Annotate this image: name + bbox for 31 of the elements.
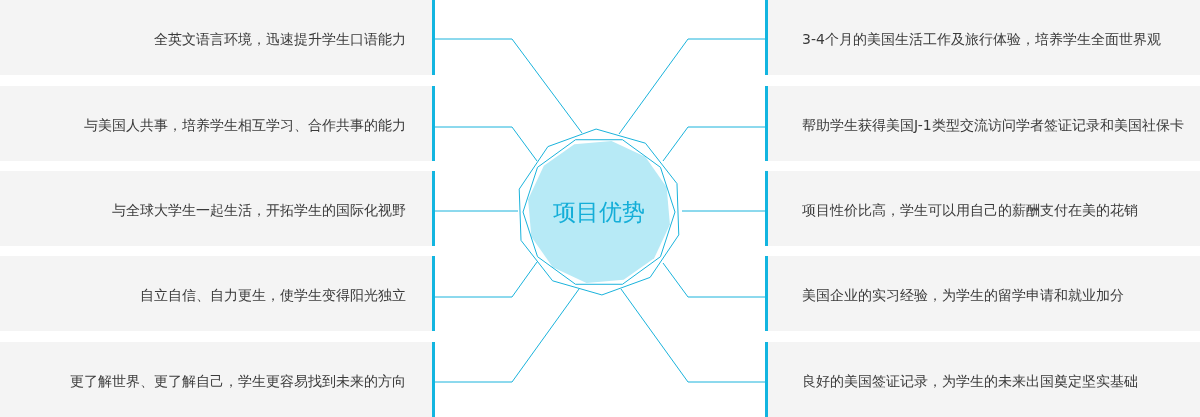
connector-line	[434, 261, 538, 298]
info-panel	[765, 256, 1200, 331]
info-panel	[0, 0, 435, 75]
info-panel	[0, 171, 435, 246]
connector-line	[434, 126, 538, 162]
info-text: 全英文语言环境，迅速提升学生口语能力	[154, 30, 406, 48]
badge-title: 项目优势	[553, 198, 645, 226]
connector-line	[434, 38, 583, 134]
info-text: 与全球大学生一起生活，开拓学生的国际化视野	[112, 201, 406, 219]
info-panel	[765, 86, 1200, 161]
connector-line	[662, 262, 766, 298]
connector-line	[620, 288, 766, 383]
info-text: 与美国人共事，培养学生相互学习、合作共事的能力	[84, 116, 406, 134]
info-text: 3-4个月的美国生活工作及旅行体验，培养学生全面世界观	[802, 30, 1161, 48]
info-text: 良好的美国签证记录，为学生的未来出国奠定坚实基础	[802, 372, 1138, 390]
info-panel	[0, 342, 435, 417]
info-panel	[765, 0, 1200, 75]
info-text: 项目性价比高，学生可以用自己的薪酬支付在美的花销	[802, 201, 1138, 219]
info-panel	[0, 86, 435, 161]
info-panel	[765, 342, 1200, 417]
connector-line	[618, 38, 766, 135]
info-panel	[765, 171, 1200, 246]
info-text: 帮助学生获得美国J-1类型交流访问学者签证记录和美国社保卡	[802, 116, 1184, 134]
connector-line	[681, 210, 766, 212]
info-panel	[0, 256, 435, 331]
info-text: 更了解世界、更了解自己，学生更容易找到未来的方向	[70, 372, 406, 390]
info-text: 自立自信、自力更生，使学生变得阳光独立	[140, 286, 406, 304]
info-text: 美国企业的实习经验，为学生的留学申请和就业加分	[802, 286, 1124, 304]
connector-line	[434, 288, 580, 383]
connector-line	[434, 210, 519, 212]
connector-line	[662, 126, 766, 162]
